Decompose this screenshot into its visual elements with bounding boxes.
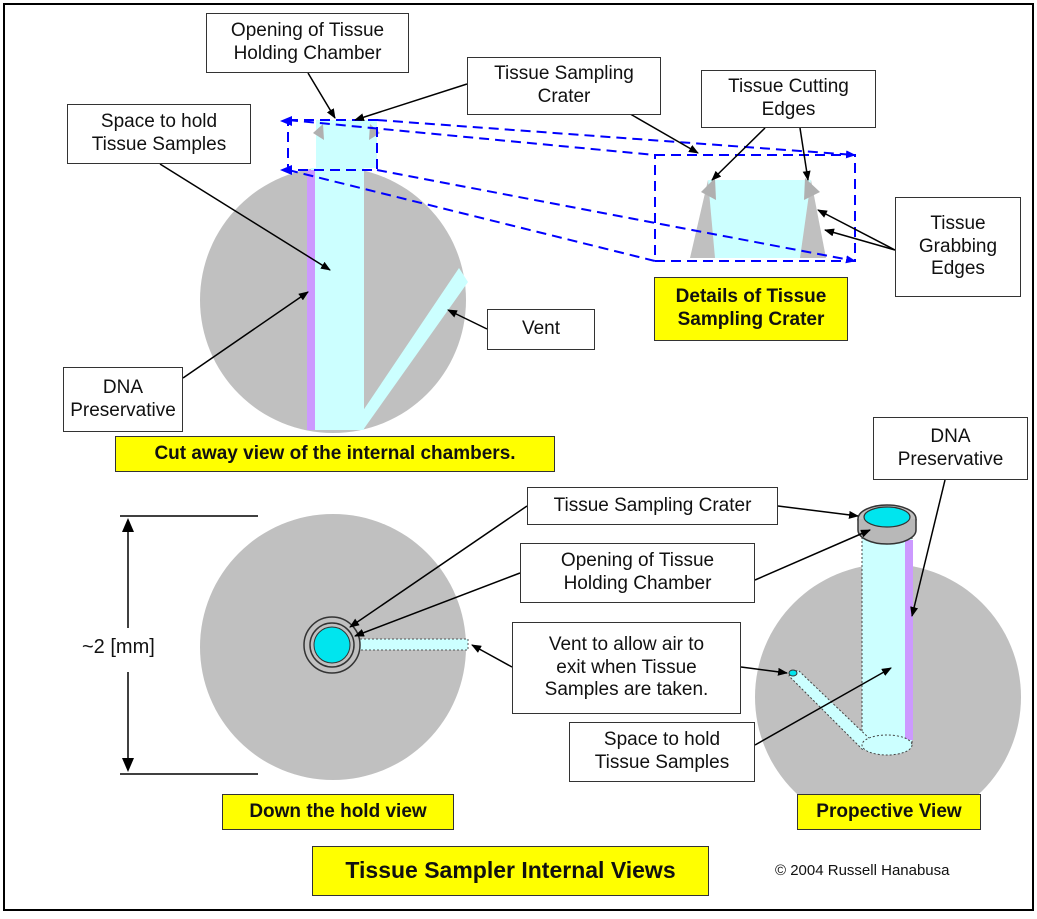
label-perspective: Propective View: [797, 794, 981, 830]
cutaway-dna-preservative: [307, 170, 315, 430]
arrow-space-top: [159, 163, 331, 271]
callout-crater-bottom-text: Tissue Sampling Crater: [553, 494, 752, 516]
arrow-space-bottom: [754, 667, 892, 746]
projection-lines: [287, 119, 856, 264]
arrow-vent-bottom-1: [471, 644, 513, 668]
callout-crater-bottom: Tissue Sampling Crater: [527, 487, 778, 525]
callout-vent: Vent: [487, 309, 595, 350]
projection-target-box: [654, 154, 856, 262]
callout-grabbing-edges-text: Tissue Grabbing Edges: [918, 212, 998, 280]
frame-border: [3, 3, 1034, 911]
copyright-text: © 2004 Russell Hanabusa: [775, 862, 950, 879]
callout-opening-top: Opening of Tissue Holding Chamber: [206, 13, 409, 73]
callout-opening-top-text: Opening of Tissue Holding Chamber: [230, 20, 385, 64]
callout-opening-bottom-text: Opening of Tissue Holding Chamber: [560, 550, 715, 594]
dimension-label: ~2 [mm]: [82, 636, 155, 658]
callout-cutting-edges-text: Tissue Cutting Edges: [728, 76, 849, 120]
callout-vent-text: Vent: [521, 318, 561, 340]
arrow-vent-bottom-2: [740, 666, 788, 676]
arrow-grabbing-1: [817, 209, 896, 251]
arrow-crater-bottom-1: [349, 505, 528, 628]
arrow-dna-right: [910, 479, 946, 617]
callout-dna-right: DNA Preservative: [873, 417, 1028, 480]
projection-line-3: [376, 169, 856, 264]
label-perspective-text: Propective View: [816, 800, 962, 822]
main-title-text: Tissue Sampler Internal Views: [345, 857, 676, 884]
callout-dna-right-text: DNA Preservative: [897, 425, 1004, 470]
callout-opening-bottom: Opening of Tissue Holding Chamber: [520, 543, 755, 603]
label-down-view: Down the hold view: [222, 794, 454, 830]
arrow-opening-bottom-1: [354, 572, 521, 637]
cutaway-cutting-edge-left: [313, 124, 324, 140]
projection-arrowhead-2: [280, 165, 292, 175]
callout-dna-top-text: DNA Preservative: [70, 376, 176, 421]
arrow-grabbing-2: [824, 228, 896, 251]
callout-crater-top-text: Tissue Sampling Crater: [494, 63, 634, 107]
leader-arrows: [159, 72, 946, 746]
label-cutaway-text: Cut away view of the internal chambers.: [154, 442, 516, 464]
label-cutaway: Cut away view of the internal chambers.: [115, 436, 555, 472]
perspective-chamber-bottom: [861, 734, 913, 756]
detail-cutting-edge-right: [804, 178, 820, 200]
perspective-vent: [788, 669, 874, 751]
callout-space-top-text: Space to hold Tissue Samples: [91, 111, 227, 155]
arrow-dna-top: [182, 291, 309, 379]
arrow-vent: [447, 309, 488, 330]
label-details-text: Details of Tissue Sampling Crater: [675, 286, 827, 330]
perspective-dna-preservative: [905, 540, 913, 740]
callout-vent-bottom: Vent to allow air to exit when Tissue Sa…: [512, 622, 741, 714]
label-down-view-text: Down the hold view: [249, 800, 427, 822]
callout-space-bottom-text: Space to hold Tissue Samples: [594, 729, 730, 773]
cutaway-holding-chamber: [311, 168, 364, 430]
arrow-crater-bottom-2: [777, 505, 859, 519]
projection-source-box: [287, 119, 378, 171]
label-details: Details of Tissue Sampling Crater: [654, 277, 848, 341]
arrow-cutting-left: [711, 127, 766, 181]
down-vent: [351, 638, 469, 651]
projection-line-2: [287, 119, 656, 156]
callout-dna-top: DNA Preservative: [63, 367, 183, 432]
callout-cutting-edges: Tissue Cutting Edges: [701, 70, 876, 128]
dimension-arrow-down: [122, 758, 134, 772]
arrow-cutting-right: [799, 127, 811, 181]
projection-arrowhead-1: [280, 116, 292, 126]
main-title: Tissue Sampler Internal Views: [312, 846, 709, 896]
arrow-crater-top-1: [354, 83, 468, 122]
detail-cutting-edge-left: [701, 178, 716, 200]
callout-space-bottom: Space to hold Tissue Samples: [569, 722, 755, 782]
perspective-vent-opening: [788, 669, 798, 677]
projection-arrowheads: [280, 116, 292, 175]
perspective-crater-opening: [863, 506, 911, 528]
detail-crater-cavity: [708, 180, 811, 258]
perspective-chamber: [862, 525, 912, 745]
callout-space-top: Space to hold Tissue Samples: [67, 104, 251, 164]
arrow-opening-top: [307, 72, 336, 119]
perspective-view: [755, 504, 1021, 830]
down-chamber-opening: [313, 626, 351, 664]
cutaway-view: [200, 120, 468, 433]
callout-crater-top: Tissue Sampling Crater: [467, 57, 661, 115]
down-hole-view: [120, 514, 469, 780]
crater-detail: [690, 178, 826, 258]
callout-vent-bottom-text: Vent to allow air to exit when Tissue Sa…: [544, 633, 709, 701]
cutaway-vent: [350, 268, 468, 430]
cutaway-crater: [316, 120, 377, 168]
callout-grabbing-edges: Tissue Grabbing Edges: [895, 197, 1021, 297]
dimension-arrow-up: [122, 518, 134, 532]
arrow-opening-bottom-2: [754, 529, 871, 581]
